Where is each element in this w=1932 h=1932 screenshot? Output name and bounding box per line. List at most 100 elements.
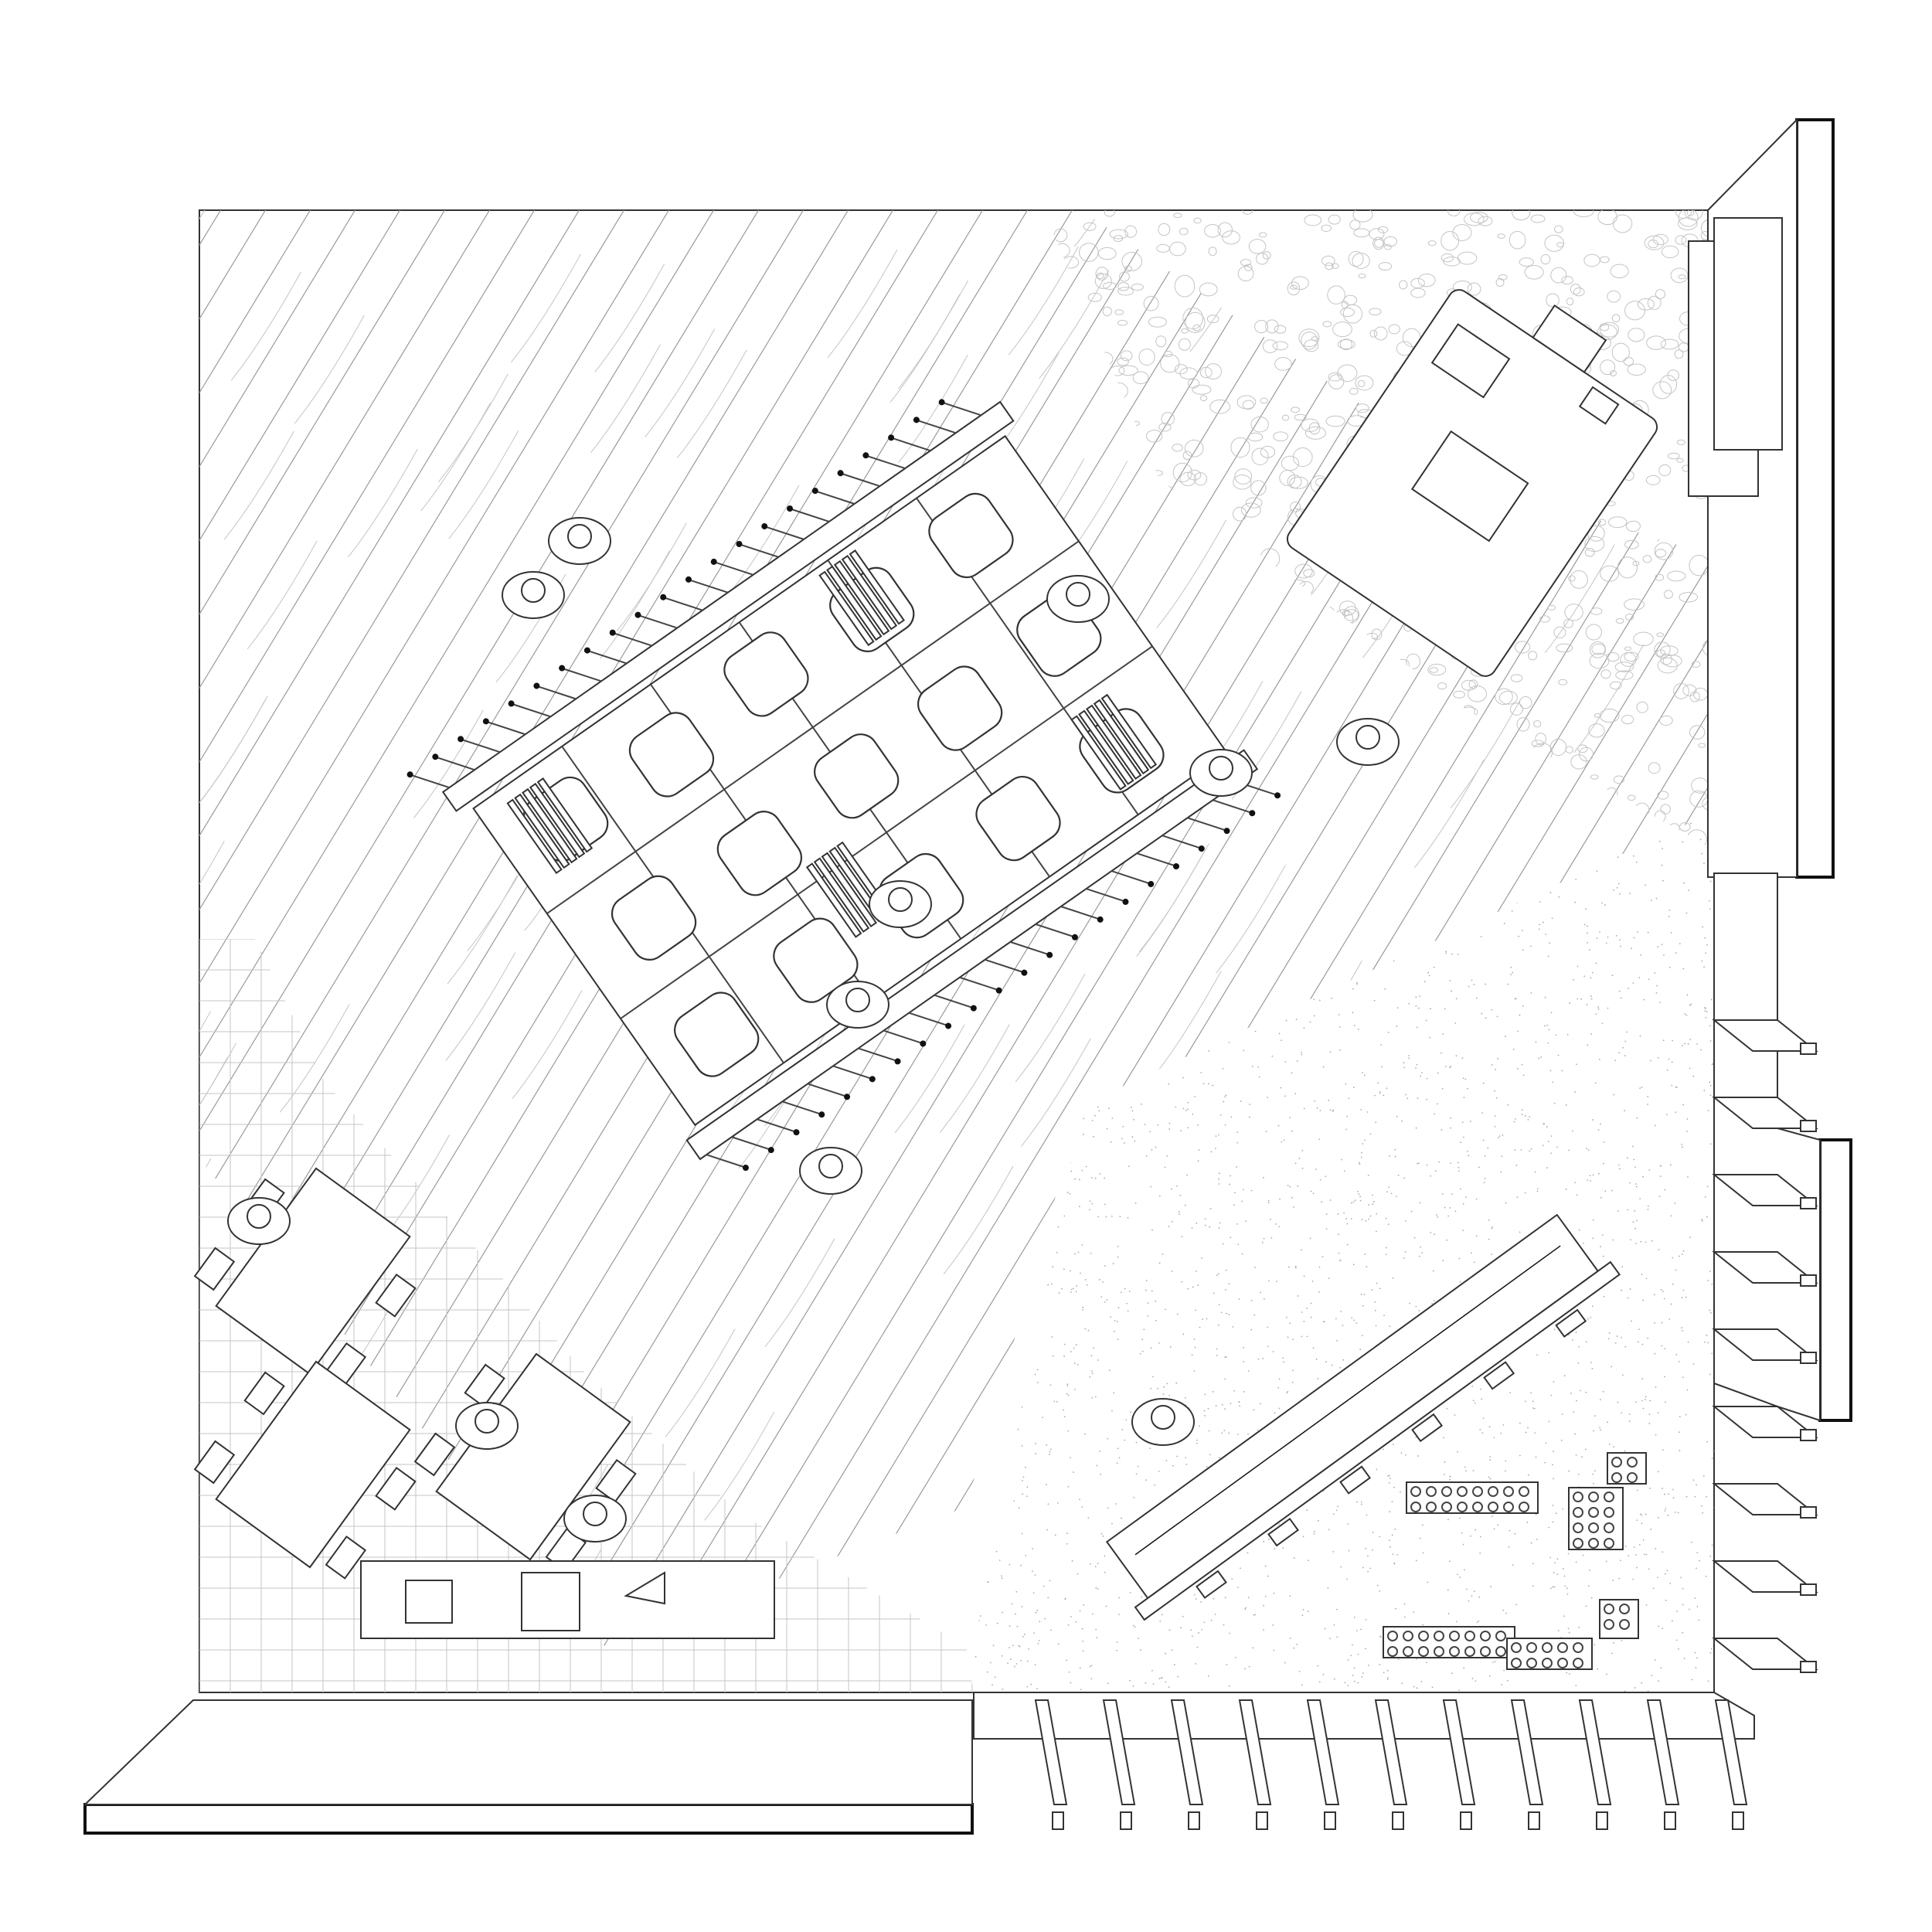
wood-grain [401, 0, 471, 100]
speck-dot [1396, 1007, 1399, 1009]
terrazzo-chip [1516, 717, 1530, 732]
speck-dot [1014, 1665, 1015, 1668]
terrazzo-chip [1613, 775, 1625, 784]
speck-dot [1313, 1531, 1315, 1532]
terrazzo-chip [1321, 224, 1332, 232]
block-stud [1403, 1631, 1413, 1641]
central-table [406, 399, 1281, 1172]
speck-dot [1686, 1131, 1688, 1132]
speck-dot [1262, 1357, 1264, 1359]
plank-line [651, 210, 1714, 1646]
speck-dot [1431, 1302, 1434, 1304]
speck-dot [1494, 1090, 1496, 1092]
speck-dot [1248, 1665, 1250, 1668]
speck-dot [1057, 1643, 1060, 1645]
speck-dot [1338, 1014, 1340, 1015]
terrazzo-chip [1570, 284, 1581, 295]
fin-foot [1188, 1811, 1200, 1830]
wood-grain [676, 349, 747, 458]
speck-dot [1659, 1175, 1662, 1177]
speck-dot [1494, 1125, 1496, 1128]
speck-dot [1682, 1329, 1683, 1332]
speck-dot [1696, 1657, 1698, 1659]
terrazzo-chip [1660, 645, 1679, 656]
speck-dot [1063, 1343, 1066, 1345]
terrazzo-chip [1632, 560, 1640, 566]
terrazzo-chip [1600, 565, 1619, 582]
speck-dot [1427, 1581, 1429, 1583]
speck-dot [1375, 1230, 1377, 1233]
speck-dot [1552, 1464, 1553, 1466]
speck-dot [1137, 1465, 1139, 1468]
terrazzo-chip [1553, 626, 1566, 639]
slat [1078, 709, 1134, 785]
speck-dot [1149, 1447, 1151, 1450]
terrazzo-chip [1163, 350, 1173, 358]
speck-dot [1066, 1192, 1069, 1193]
speck-dot [1364, 1139, 1366, 1141]
speck-dot [1597, 1006, 1600, 1008]
speck-dot [1445, 951, 1447, 953]
post-cap [1223, 828, 1230, 835]
speck-dot [1080, 1272, 1081, 1274]
speck-dot [1187, 1287, 1189, 1290]
speck-dot [1097, 1563, 1099, 1565]
speck-dot [1250, 1189, 1253, 1192]
speck-dot [1715, 1493, 1716, 1495]
speck-dot [1638, 1543, 1641, 1546]
speck-dot [1645, 1604, 1648, 1606]
facade-fin [1714, 1699, 1748, 1805]
terrazzo-chip [1654, 641, 1671, 658]
speck-dot [1155, 1300, 1157, 1302]
terrazzo-chip [1667, 452, 1680, 460]
terrazzo-chip [1610, 681, 1622, 690]
terrazzo-chip [1470, 212, 1488, 223]
table-post [437, 757, 475, 771]
speck-dot [1332, 1110, 1334, 1112]
terrazzo-chip [1294, 563, 1313, 579]
speck-dot [1275, 1223, 1277, 1225]
speck-dot [1505, 1470, 1506, 1472]
speck-dot [1556, 1558, 1559, 1560]
speck-dot [1337, 1505, 1339, 1508]
speck-dot [1236, 1131, 1239, 1133]
speck-dot [1485, 1017, 1487, 1019]
speck-dot [1611, 1366, 1613, 1368]
wood-grain [889, 294, 961, 403]
speck-dot [1431, 1686, 1434, 1689]
terrazzo-chip [1410, 287, 1426, 298]
speck-dot [1472, 1400, 1475, 1402]
speck-dot [1641, 1522, 1643, 1525]
speck-dot [986, 1671, 988, 1673]
wood-grain [511, 253, 581, 363]
speck-dot [1353, 1667, 1355, 1669]
speck-dot [1313, 1532, 1315, 1535]
table-posts [406, 399, 1281, 1172]
speck-dot [1216, 1274, 1218, 1277]
speck-dot [1681, 1143, 1683, 1145]
speck-dot [1317, 1665, 1319, 1667]
speck-dot [1070, 1615, 1072, 1617]
speck-dot [1331, 1364, 1333, 1366]
speck-dot [1084, 1433, 1086, 1435]
terrazzo-chip [1260, 397, 1268, 404]
speck-dot [1690, 1003, 1692, 1005]
terrazzo-chip [1291, 276, 1309, 291]
speck-dot [1542, 1145, 1544, 1147]
speck-dot [1298, 1671, 1301, 1672]
speck-dot [1518, 935, 1519, 937]
speck-dot [1404, 1220, 1406, 1222]
speck-dot [1594, 1415, 1596, 1417]
speck-dot [1374, 1094, 1376, 1097]
speck-dot [1451, 953, 1453, 955]
post-cap [844, 1094, 851, 1100]
speck-dot [1091, 1370, 1093, 1372]
speck-dot [1604, 904, 1606, 906]
speck-dot [1642, 1407, 1645, 1410]
block-stud [1434, 1631, 1444, 1641]
speck-dot [1713, 1450, 1714, 1452]
terrazzo-chip [1597, 210, 1617, 226]
terrazzo-chip [1192, 324, 1201, 332]
terrazzo-chip [1349, 219, 1361, 230]
block-stud [1426, 1502, 1437, 1512]
